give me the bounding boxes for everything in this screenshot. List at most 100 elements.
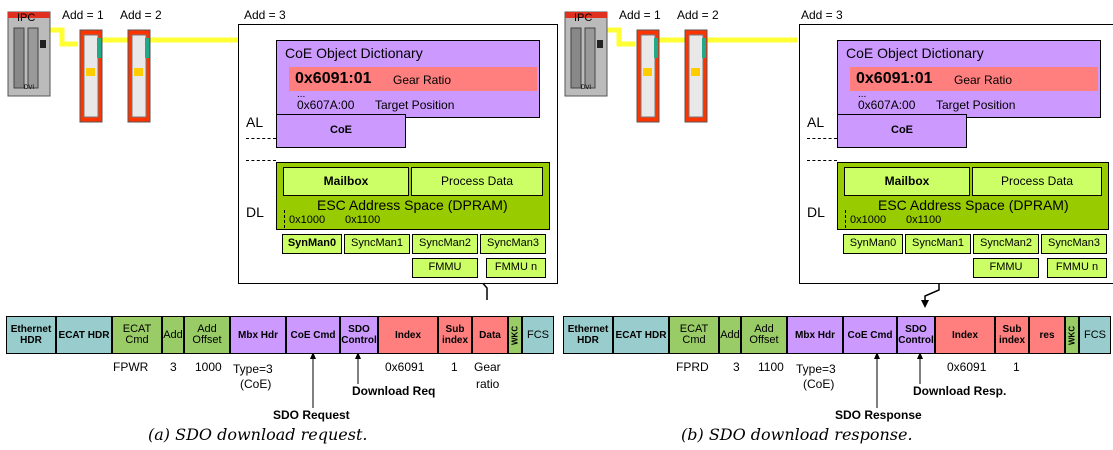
al-divider (246, 138, 276, 139)
frame-ecat-hdr: ECAT HDR (613, 316, 669, 354)
frame-sdo-control: SDO Control (340, 316, 378, 354)
syncman-2: SyncMan2 (973, 234, 1039, 254)
value-index: 0x6091 (385, 360, 425, 374)
caption-b: (b) SDO download response. (681, 425, 913, 444)
fmmu-1: FMMU (412, 258, 478, 278)
frame-add: Add (719, 316, 741, 354)
ipc-label: IPC (574, 12, 593, 24)
addr-tick (284, 210, 285, 228)
panel-b: IPC DVI Add = 1 Add = 2 Add = 3 CoE Obje… (557, 0, 1113, 450)
od-title: CoE Object Dictionary (846, 45, 984, 61)
syncman-3: SyncMan3 (1041, 234, 1107, 254)
value-subindex: 1 (1013, 360, 1020, 374)
coe-cmd-label: SDO Response (835, 408, 922, 422)
od-highlight-name: Gear Ratio (954, 73, 1013, 87)
addr-label-3: Add = 3 (244, 8, 286, 22)
od-highlight-entry: 0x6091:01 Gear Ratio (289, 67, 537, 91)
ipc-sub-label: DVI (24, 85, 35, 91)
frame-fcs: FCS (1079, 316, 1111, 354)
dl-divider (246, 160, 276, 161)
ethercat-frame: Ethernet HDR ECAT HDR ECAT Cmd Add Add O… (563, 316, 1111, 354)
frame-coe-cmd: CoE Cmd (286, 316, 340, 354)
ethercat-frame: Ethernet HDR ECAT HDR ECAT Cmd Add Add O… (6, 316, 554, 354)
frame-ecat-hdr: ECAT HDR (56, 316, 112, 354)
frame-coe-cmd: CoE Cmd (843, 316, 897, 354)
frame-add-offset: Add Offset (741, 316, 787, 354)
dl-esc-area: Mailbox Process Data ESC Address Space (… (276, 162, 550, 230)
frame-wkc: WKC (1065, 316, 1079, 354)
process-data-box: Process Data (411, 167, 543, 196)
value-cmd: FPWR (113, 360, 149, 374)
syncman-1: SyncMan1 (905, 234, 971, 254)
od-highlight-entry: 0x6091:01 Gear Ratio (850, 67, 1098, 91)
od-highlight-name: Gear Ratio (393, 73, 452, 87)
esc-address-label: ESC Address Space (DPRAM) (317, 197, 508, 213)
frame-fcs: FCS (522, 316, 554, 354)
al-label: AL (807, 114, 825, 130)
addr-label-2: Add = 2 (677, 8, 719, 22)
syncman-0: SynMan0 (843, 234, 903, 254)
od-second-name: Target Position (375, 98, 455, 112)
value-add: 3 (733, 360, 740, 374)
addr-label-1: Add = 1 (62, 8, 104, 22)
al-divider (807, 138, 837, 139)
od-second-index: 0x607A:00 (858, 98, 916, 112)
addr-0x1100: 0x1100 (345, 214, 381, 226)
od-second-name: Target Position (936, 98, 1016, 112)
frame-ethernet-hdr: Ethernet HDR (563, 316, 613, 354)
value-offset: 1100 (758, 360, 784, 374)
panel-a: IPC DVI Add = 1 Add = 2 Add = 3 CoE Obje… (0, 0, 558, 450)
frame-ecat-cmd: ECAT Cmd (112, 316, 162, 354)
frame-ecat-cmd: ECAT Cmd (669, 316, 719, 354)
fmmu-n: FMMU n (1047, 258, 1107, 278)
value-type: Type=3 (233, 362, 273, 376)
value-type2: (CoE) (803, 377, 835, 391)
sdo-control-label: Download Req (352, 384, 436, 398)
syncman-2: SyncMan2 (412, 234, 478, 254)
mailbox-box: Mailbox (283, 167, 409, 196)
coe-box: CoE (837, 114, 967, 148)
value-type2: (CoE) (240, 377, 272, 391)
dl-label: DL (807, 204, 825, 220)
value-offset: 1000 (195, 360, 222, 374)
frame-add: Add (162, 316, 184, 354)
dl-divider (807, 160, 837, 161)
object-dictionary: CoE Object Dictionary 0x6091:01 Gear Rat… (276, 40, 540, 118)
frame-subindex: Sub index (438, 316, 472, 354)
value-data: Gear (474, 360, 501, 374)
bus-diagram-a (7, 11, 488, 408)
frame-index: Index (935, 316, 995, 354)
syncman-1: SyncMan1 (344, 234, 410, 254)
addr-0x1000: 0x1000 (289, 214, 326, 226)
ipc-sub-label: DVI (581, 85, 592, 91)
frame-subindex: Sub index (995, 316, 1029, 354)
value-subindex: 1 (451, 360, 458, 374)
process-data-box: Process Data (972, 167, 1102, 196)
syncman-0: SynMan0 (282, 234, 342, 254)
dl-esc-area: Mailbox Process Data ESC Address Space (… (837, 162, 1109, 230)
mailbox-box: Mailbox (844, 167, 970, 196)
frame-mbx-hdr: Mbx Hdr (230, 316, 286, 354)
ipc-label: IPC (17, 12, 36, 24)
addr-0x1100: 0x1100 (906, 214, 942, 226)
value-add: 3 (170, 360, 177, 374)
esc-address-label: ESC Address Space (DPRAM) (878, 197, 1069, 213)
frame-index: Index (378, 316, 438, 354)
addr-label-2: Add = 2 (120, 8, 162, 22)
addr-label-3: Add = 3 (801, 8, 843, 22)
value-type: Type=3 (796, 362, 836, 376)
al-label: AL (246, 114, 264, 130)
syncman-3: SyncMan3 (480, 234, 546, 254)
od-highlight-index: 0x6091:01 (295, 70, 372, 87)
frame-data: Data (472, 316, 508, 354)
sdo-control-label: Download Resp. (913, 384, 1007, 398)
value-index: 0x6091 (947, 360, 987, 374)
addr-tick (845, 210, 846, 228)
fmmu-1: FMMU (973, 258, 1039, 278)
frame-mbx-hdr: Mbx Hdr (787, 316, 843, 354)
object-dictionary: CoE Object Dictionary 0x6091:01 Gear Rat… (837, 40, 1101, 118)
value-data2: ratio (476, 377, 500, 391)
frame-add-offset: Add Offset (184, 316, 230, 354)
caption-a: (a) SDO download request. (148, 425, 368, 444)
frame-ethernet-hdr: Ethernet HDR (6, 316, 56, 354)
